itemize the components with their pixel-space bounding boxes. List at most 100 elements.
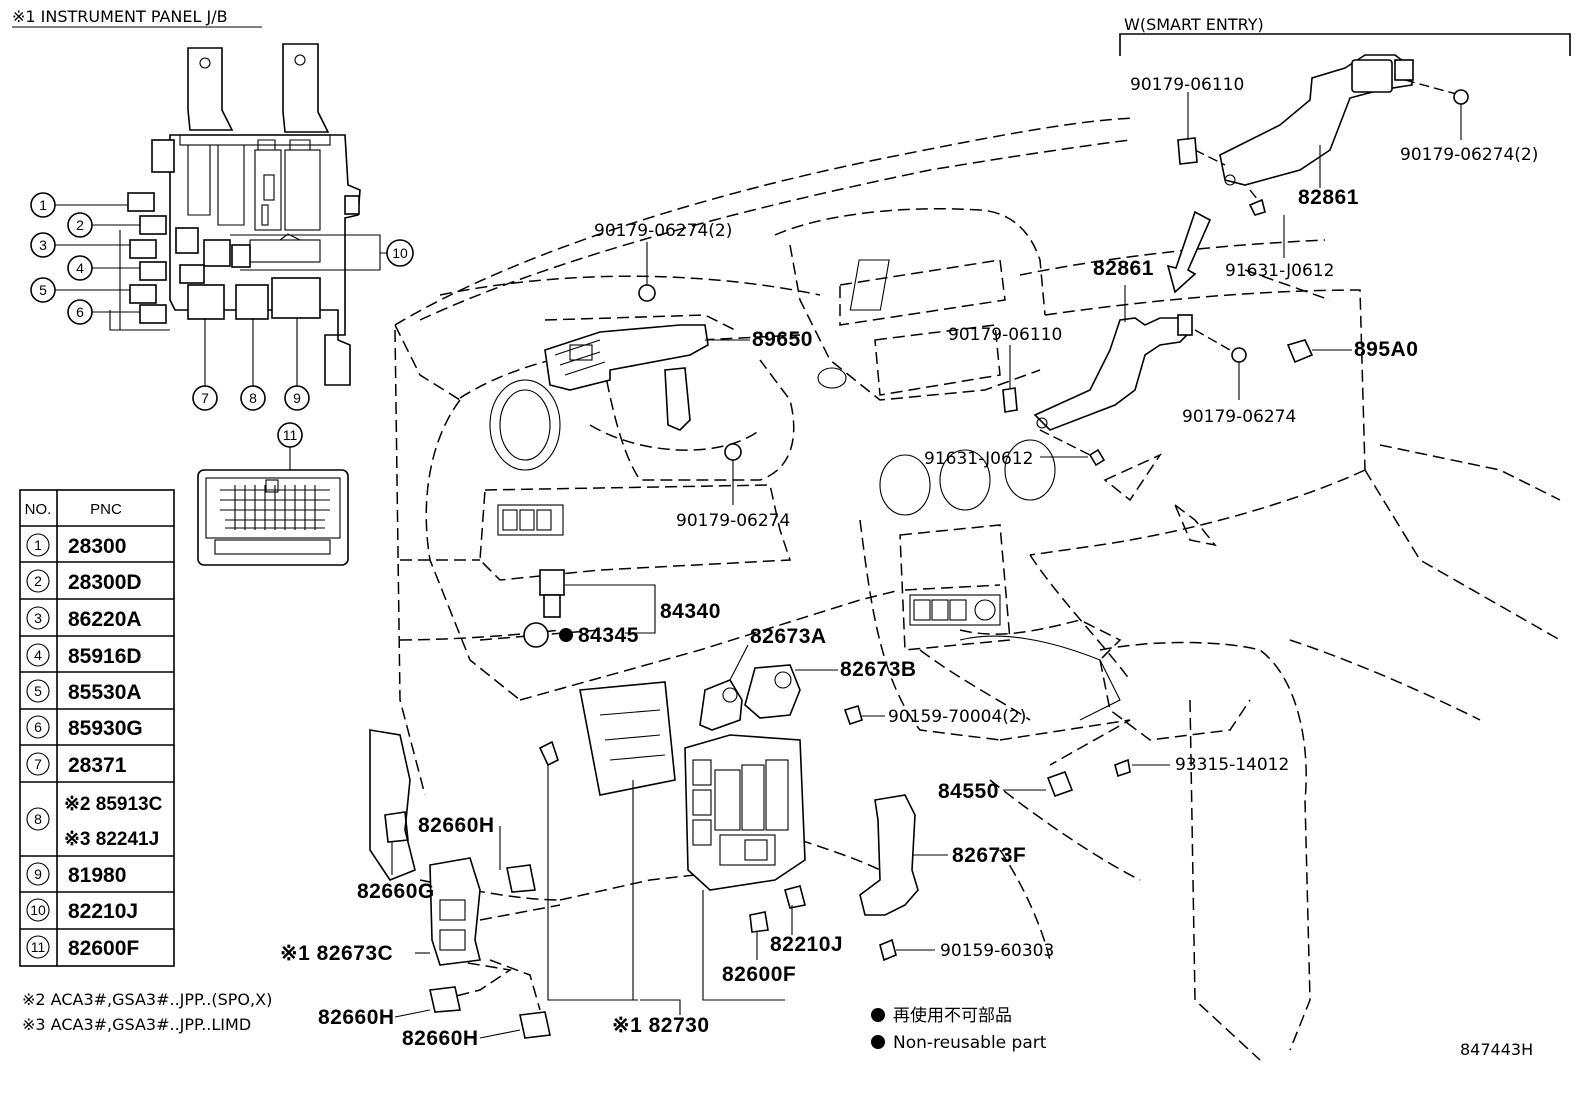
nut-90179-06274-b xyxy=(724,443,742,461)
bracket-82861-lower xyxy=(1033,314,1231,431)
label-82673f: 82673F xyxy=(952,844,1026,867)
label-91631-j0612-a: 91631-J0612 xyxy=(1225,261,1334,281)
callout-6-text: 6 xyxy=(76,304,84,320)
label-90179-06274-b: 90179-06274 xyxy=(676,511,790,531)
callout-8-text: 8 xyxy=(249,390,257,406)
row-11-no: 11 xyxy=(31,939,46,955)
screw-93315-14012 xyxy=(1114,758,1131,778)
label-91631-j0612-b: 91631-J0612 xyxy=(924,449,1033,469)
nut-90179-06274-top xyxy=(638,284,656,302)
row-11-pnc: 82600F xyxy=(68,937,139,960)
ecu-plate xyxy=(579,681,676,796)
table-header-no: NO. xyxy=(25,501,52,518)
row-3-no: 3 xyxy=(34,610,42,626)
footnote-3: ※3 ACA3#,GSA3#..JPP..LIMD xyxy=(22,1015,251,1034)
bracket-left-panel xyxy=(369,729,416,881)
row-6-no: 6 xyxy=(34,719,42,735)
ecu-module-drawing xyxy=(197,469,349,566)
connector-82660h-a xyxy=(506,864,536,893)
row-4-no: 4 xyxy=(34,647,42,663)
bracket-82673c xyxy=(429,857,481,966)
label-84340: 84340 xyxy=(660,600,721,623)
row-4-pnc: 85916D xyxy=(68,645,142,668)
clip-90179-06110-b xyxy=(1002,387,1018,413)
label-82673a: 82673A xyxy=(750,625,827,648)
label-82861-a: 82861 xyxy=(1298,186,1359,209)
label-82210j: 82210J xyxy=(770,933,843,956)
row-10-no: 10 xyxy=(30,902,46,918)
jb-callouts: 1 2 3 4 5 6 7 8 9 10 11 xyxy=(30,192,414,500)
relay-82210j xyxy=(784,885,806,909)
label-90159-60303: 90159-60303 xyxy=(940,941,1054,961)
bolt-82730-left xyxy=(538,740,559,767)
row-7-pnc: 28371 xyxy=(68,754,127,777)
label-82673c: ※1 82673C xyxy=(280,942,393,965)
label-82660h-a: 82660H xyxy=(418,814,495,837)
callout-9-text: 9 xyxy=(293,390,301,406)
junction-block-drawing xyxy=(109,43,361,386)
label-895a0: 895A0 xyxy=(1354,338,1418,361)
row-2-pnc: 28300D xyxy=(68,571,142,594)
bracket-82673f xyxy=(859,794,919,916)
relay-block-82730 xyxy=(684,734,806,891)
label-82660h-c: 82660H xyxy=(402,1027,479,1050)
row-5-no: 5 xyxy=(34,683,42,699)
label-90179-06274-2-right: 90179-06274(2) xyxy=(1400,145,1538,165)
footnote-2: ※2 ACA3#,GSA3#..JPP..(SPO,X) xyxy=(22,990,272,1009)
label-90159-70004: 90159-70004(2) xyxy=(888,707,1026,727)
label-82660h-b: 82660H xyxy=(318,1006,395,1029)
dashboard-outline xyxy=(394,117,1561,1061)
label-82861-b: 82861 xyxy=(1093,257,1154,280)
callout-10-text: 10 xyxy=(392,245,408,261)
label-90179-06274-2-top: 90179-06274(2) xyxy=(594,221,732,241)
row-6-pnc: 85930G xyxy=(68,717,143,740)
bracket-82861-top xyxy=(1194,54,1461,201)
bracket-82673a xyxy=(699,679,743,731)
screw-90159-60303 xyxy=(879,938,897,962)
row-7-no: 7 xyxy=(34,756,42,772)
callout-11-text: 11 xyxy=(283,427,298,443)
jb-title: ※1 INSTRUMENT PANEL J/B xyxy=(12,7,228,26)
pnc-table: NO. PNC 1 28300 2 28300D 3 86220A 4 8591… xyxy=(19,489,175,967)
nut-90179-06274-right xyxy=(1453,89,1469,105)
legend-dot-jp xyxy=(871,1008,885,1022)
switch-84340 xyxy=(523,569,565,648)
row-1-no: 1 xyxy=(34,537,42,553)
smart-entry-bracket xyxy=(1119,33,1571,56)
label-90179-06110-b: 90179-06110 xyxy=(948,325,1062,345)
row-1-pnc: 28300 xyxy=(68,535,126,558)
row-9-no: 9 xyxy=(34,866,42,882)
smart-entry-title: W(SMART ENTRY) xyxy=(1124,15,1264,34)
callout-3-text: 3 xyxy=(39,237,47,253)
dashboard-vents xyxy=(489,259,1121,721)
table-header-pnc: PNC xyxy=(90,501,122,518)
relay-82600f xyxy=(749,911,769,933)
label-89650: 89650 xyxy=(752,328,813,351)
bolt-91631-j0612-b xyxy=(1088,448,1106,467)
row-2-no: 2 xyxy=(34,573,42,589)
connector-84550 xyxy=(1046,770,1074,798)
row-9-pnc: 81980 xyxy=(68,864,126,887)
diagram-code: 847443H xyxy=(1460,1040,1533,1059)
callout-5-text: 5 xyxy=(39,282,47,298)
nut-90179-06274-a xyxy=(1231,347,1247,363)
connector-82660h-b xyxy=(429,986,461,1013)
ecu-89650 xyxy=(544,324,709,431)
callout-2-text: 2 xyxy=(76,217,84,233)
label-93315-14012: 93315-14012 xyxy=(1175,755,1289,775)
callout-1-text: 1 xyxy=(39,197,47,213)
callout-7-text: 7 xyxy=(201,390,209,406)
label-82660g: 82660G xyxy=(357,880,435,903)
label-82730: ※1 82730 xyxy=(612,1014,710,1037)
bracket-82673b xyxy=(744,664,801,719)
legend-dot-en xyxy=(871,1035,885,1049)
direction-arrow xyxy=(1166,210,1212,294)
label-84550: 84550 xyxy=(938,780,999,803)
sensor-895a0 xyxy=(1286,339,1314,364)
legend: 再使用不可部品 Non-reusable part xyxy=(871,1005,1047,1053)
clip-90179-06110-a xyxy=(1177,137,1198,165)
row-3-pnc: 86220A xyxy=(68,608,142,631)
legend-text-en: Non-reusable part xyxy=(893,1033,1047,1053)
